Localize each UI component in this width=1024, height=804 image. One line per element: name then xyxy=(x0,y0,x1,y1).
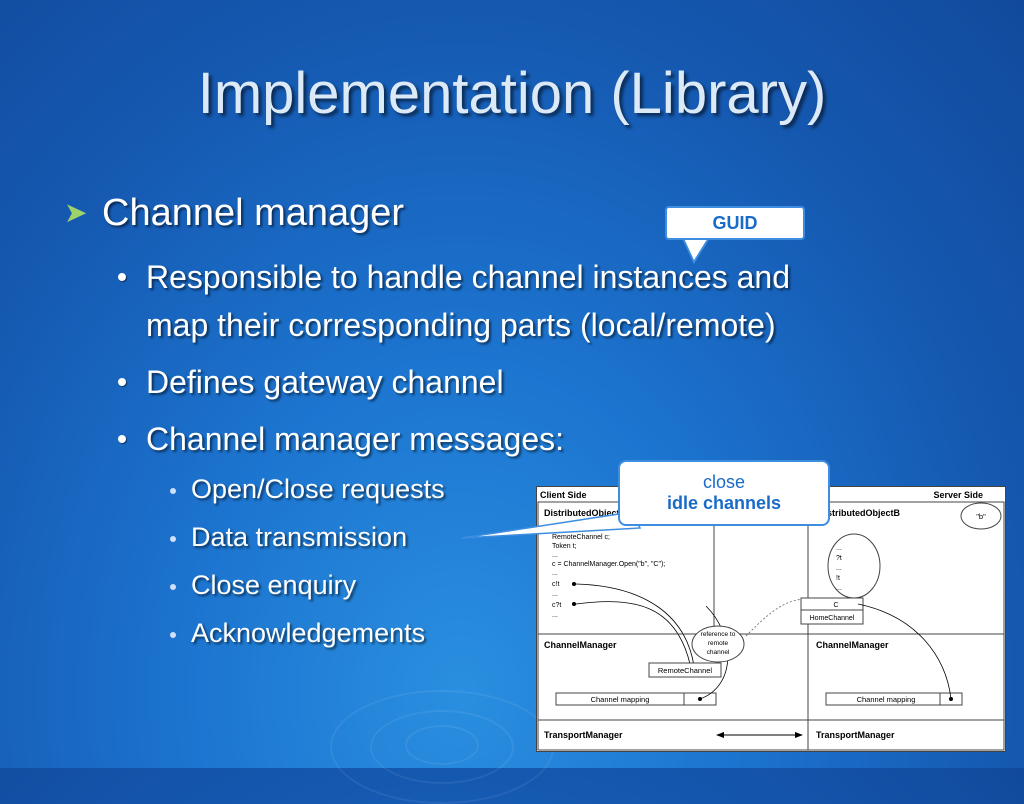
reference-note-line: channel xyxy=(707,649,730,656)
server-channel-manager-label: ChannelManager xyxy=(816,640,889,650)
bullet-small-icon xyxy=(170,488,176,494)
code-line: ... xyxy=(552,552,558,559)
subbullet-close-enquiry: Close enquiry xyxy=(191,570,357,600)
server-line: ?t xyxy=(836,555,842,562)
server-line: ... xyxy=(836,565,842,572)
server-object-label: DistributedObjectB xyxy=(818,508,901,518)
guid-callout: GUID xyxy=(665,206,805,240)
code-line: c = ChannelManager.Open("b", "C"); xyxy=(552,561,665,568)
bullet-gateway: Defines gateway channel xyxy=(146,364,504,400)
guid-text: GUID xyxy=(712,213,758,233)
bullet-dot-icon xyxy=(118,378,126,386)
server-line: ... xyxy=(836,545,842,552)
code-line: RemoteChannel c; xyxy=(552,534,610,541)
server-transport-label: TransportManager xyxy=(816,730,895,740)
close-callout: close idle channels xyxy=(618,460,830,526)
server-line: ... xyxy=(836,585,842,592)
code-line: ... xyxy=(552,612,558,619)
code-line: ... xyxy=(552,570,558,577)
code-line: c!t xyxy=(552,581,559,588)
bullet-dot-icon xyxy=(118,435,126,443)
client-channel-manager-label: ChannelManager xyxy=(544,640,617,650)
c-label: C xyxy=(833,602,838,609)
code-line: Token t; xyxy=(552,543,577,550)
subbullet-acknowledgements: Acknowledgements xyxy=(191,618,426,648)
slide-title: Implementation (Library) xyxy=(197,61,827,126)
client-channel-mapping: Channel mapping xyxy=(591,695,650,704)
bullet-dot-icon xyxy=(118,273,126,281)
bg-ripple xyxy=(405,725,479,765)
client-side-label: Client Side xyxy=(540,490,587,500)
guid-callout-tail xyxy=(680,236,712,265)
arrow-bullet-icon: ➤ xyxy=(64,197,88,228)
subbullet-open-close: Open/Close requests xyxy=(191,474,445,504)
home-channel-box: HomeChannel xyxy=(810,615,855,622)
bullet-responsible: Responsible to handle channel instances … xyxy=(146,259,791,295)
b-label: "b" xyxy=(976,512,986,521)
reference-note-line: reference to xyxy=(701,631,736,638)
server-line: !t xyxy=(836,575,840,582)
bullet-small-icon xyxy=(170,632,176,638)
code-line: c?t xyxy=(552,602,561,609)
bullet-small-icon xyxy=(170,584,176,590)
code-line: ... xyxy=(552,591,558,598)
bullet-channel-manager: Channel manager xyxy=(102,192,405,234)
bullet-small-icon xyxy=(170,536,176,542)
close-callout-line2: idle channels xyxy=(666,493,782,513)
bullet-messages: Channel manager messages: xyxy=(146,421,565,457)
client-object-label: DistributedObjectA xyxy=(544,508,627,518)
server-side-label: Server Side xyxy=(933,490,983,500)
server-channel-mapping: Channel mapping xyxy=(857,695,916,704)
remote-channel-box: RemoteChannel xyxy=(658,666,713,675)
subbullet-data-transmission: Data transmission xyxy=(191,522,408,552)
client-transport-label: TransportManager xyxy=(544,730,623,740)
reference-note-line: remote xyxy=(708,640,729,647)
bullet-responsible-cont: map their corresponding parts (local/rem… xyxy=(146,307,776,343)
close-callout-pointer xyxy=(462,511,642,539)
close-callout-line1: close xyxy=(702,472,746,492)
